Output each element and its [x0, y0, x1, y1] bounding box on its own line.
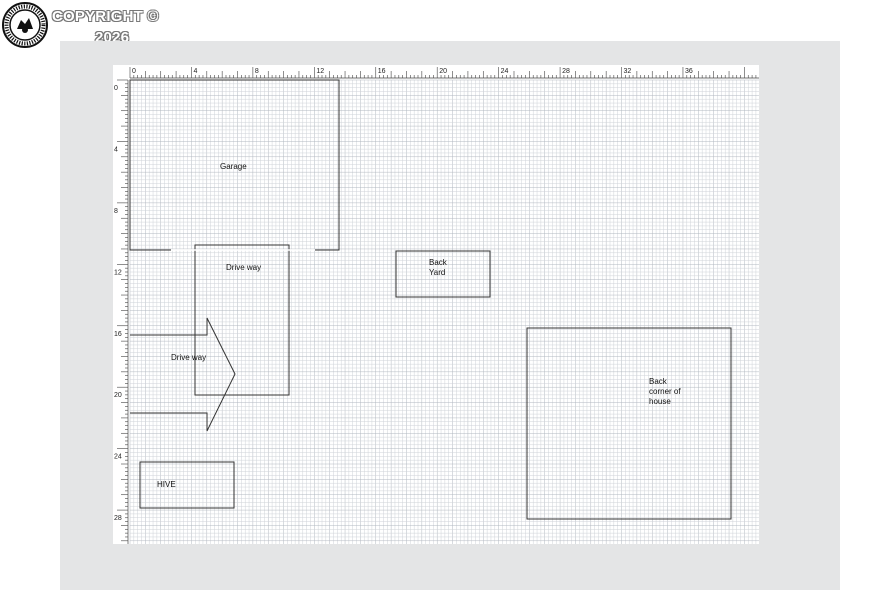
- back-house-line-3: house: [649, 397, 671, 406]
- left-ruler-label: 16: [114, 331, 122, 338]
- left-ruler-label: 8: [114, 208, 118, 215]
- top-ruler-label: 8: [255, 68, 259, 75]
- top-ruler-label: 36: [685, 68, 693, 75]
- plan-paper: [113, 65, 759, 544]
- back-yard-room[interactable]: Back Yard: [395, 250, 491, 298]
- driveway-top-label: Drive way: [226, 263, 261, 272]
- left-ruler-label: 12: [114, 269, 122, 276]
- copyright-watermark: COPYRIGHT © 2026: [0, 0, 200, 50]
- hive-room[interactable]: HIVE: [139, 461, 235, 509]
- floor-plan: 0 4 8 12 16 20 24 28 32 36 0 4 8 12 16 20 24 28 Garage D…: [113, 65, 763, 552]
- top-ruler-label: 4: [193, 68, 197, 75]
- garage-label-text: Garage: [220, 162, 247, 171]
- top-ruler-label: 12: [316, 68, 324, 75]
- plan-grid: [129, 79, 759, 544]
- driveway-top-room[interactable]: Drive way: [171, 244, 315, 396]
- top-ruler-label: 0: [132, 68, 136, 75]
- left-ruler-label: 0: [114, 85, 118, 92]
- garage-label: Garage: [220, 162, 247, 171]
- driveway-arrow-label: Drive way: [171, 353, 206, 362]
- left-ruler-label: 4: [114, 146, 118, 153]
- hive-label: HIVE: [157, 480, 176, 489]
- top-ruler-label: 16: [378, 68, 386, 75]
- top-ruler-label: 28: [562, 68, 570, 75]
- left-ruler: 0 4 8 12 16 20 24 28: [114, 79, 129, 544]
- back-yard-label: Back Yard: [429, 258, 449, 277]
- back-house-label: Back corner of house: [649, 377, 683, 406]
- top-ruler-label: 24: [501, 68, 509, 75]
- driveway-arrow[interactable]: Drive way: [130, 317, 236, 432]
- back-yard-line-1: Back: [429, 258, 448, 267]
- top-ruler-label: 32: [624, 68, 632, 75]
- copyright-text: COPYRIGHT ©: [52, 8, 159, 25]
- back-house-line-2: corner of: [649, 387, 681, 396]
- top-ruler: 0 4 8 12 16 20 24 28 32 36: [129, 67, 759, 79]
- back-house-room[interactable]: Back corner of house: [526, 327, 732, 520]
- realtors-association-seal-icon: [2, 2, 48, 48]
- left-ruler-label: 28: [114, 515, 122, 522]
- floor-plan-svg: 0 4 8 12 16 20 24 28 32 36 0 4 8 12 16 20 24 28 Garage D…: [113, 65, 759, 544]
- back-house-line-1: Back: [649, 377, 668, 386]
- top-ruler-label: 20: [439, 68, 447, 75]
- left-ruler-label: 20: [114, 392, 122, 399]
- left-ruler-label: 24: [114, 454, 122, 461]
- back-yard-line-2: Yard: [429, 268, 445, 277]
